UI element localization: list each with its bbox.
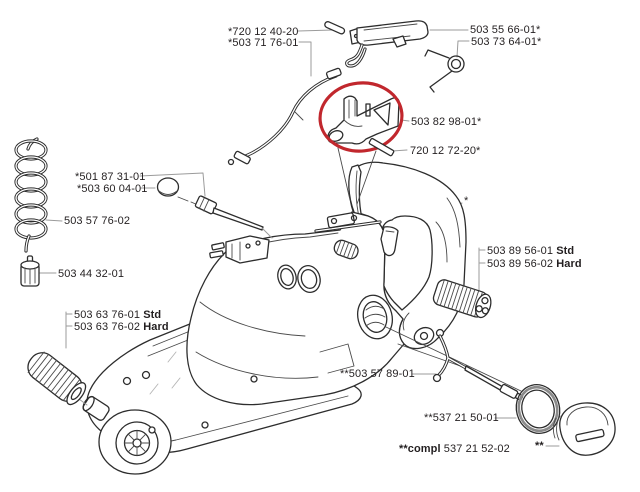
adjuster-screw — [194, 195, 273, 239]
socket-leader — [78, 398, 88, 406]
label-asterisk: * — [464, 195, 469, 207]
damper-plug — [20, 255, 40, 287]
vibration-damper-right — [432, 279, 492, 319]
dome-dash-line — [177, 196, 199, 206]
label-503-63-76-01-std: 503 63 76-01 Std — [74, 309, 162, 321]
damper-socket — [82, 395, 110, 421]
pin-720-12-72-20 — [368, 137, 395, 157]
label-503-60-04-01: *503 60 04-01 — [77, 183, 148, 195]
torsion-spring — [424, 49, 465, 93]
label-503-44-32-01: 503 44 32-01 — [58, 268, 125, 280]
fuel-filler-opening — [357, 294, 393, 340]
dome-cap — [156, 177, 180, 197]
label-501-87-31-01: *501 87 31-01 — [75, 171, 146, 183]
front-mount-bracket — [209, 235, 270, 264]
cable-holder-lever — [327, 95, 400, 145]
filler-pointer-line — [385, 326, 522, 392]
label-503-82-98-01: 503 82 98-01* — [411, 116, 482, 128]
detail-pointer-lines — [337, 147, 377, 205]
throttle-rod-bar — [314, 212, 382, 233]
coil-spring — [14, 137, 48, 253]
pin-720-12-40-20 — [324, 21, 346, 35]
fuel-cap — [553, 402, 616, 456]
leader-lines — [39, 29, 560, 447]
label-503-63-76-02-hard: 503 63 76-02 Hard — [74, 321, 169, 333]
throttle-trigger-assembly — [345, 20, 429, 68]
label-503-71-76-01: *503 71 76-01 — [228, 37, 299, 49]
label-503-57-89-01: **503 57 89-01 — [340, 368, 415, 380]
label-503-89-56-01-std: 503 89 56-01 Std — [487, 245, 575, 257]
label-503-55-66-01: 503 55 66-01* — [470, 24, 541, 36]
threaded-insert — [333, 239, 359, 260]
tank-oval-holes — [277, 264, 321, 293]
label-503-73-64-01: 503 73 64-01* — [471, 36, 542, 48]
label-537-21-50-01: **537 21 50-01 — [424, 412, 499, 424]
o-ring — [515, 384, 561, 434]
label-compl-537-21-52-02: **compl 537 21 52-02 — [399, 443, 510, 455]
label-503-57-76-02: 503 57 76-02 — [64, 215, 131, 227]
front-boss-knob — [98, 409, 172, 475]
label-503-89-56-02-hard: 503 89 56-02 Hard — [487, 258, 582, 270]
throttle-cable — [227, 67, 342, 166]
chassis-holes — [122, 370, 258, 434]
ribbed-spring-left — [27, 351, 87, 406]
label-720-12-72-20: 720 12 72-20* — [410, 145, 481, 157]
label-double-asterisk: ** — [535, 440, 544, 452]
throttle-trigger-installed — [380, 226, 399, 257]
highlight-circle — [318, 81, 404, 153]
label-720-12-40-20: *720 12 40-20 — [228, 26, 299, 38]
